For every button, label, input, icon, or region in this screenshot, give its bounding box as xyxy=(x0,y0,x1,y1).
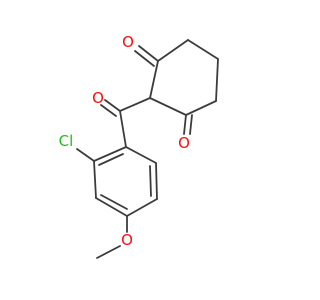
bond-c6-o-right-a xyxy=(183,114,187,135)
bond-ck-o-a xyxy=(104,99,121,112)
chlorine-label: Cl xyxy=(59,132,74,150)
bond-c6-c1 xyxy=(149,97,187,116)
bond-c1-ck xyxy=(119,97,151,112)
bonds xyxy=(76,39,219,259)
oxygen-right-label: O xyxy=(178,134,190,152)
structure-diagram: O O O Cl O xyxy=(58,33,219,259)
bond-ck-o-b xyxy=(100,104,117,117)
bond-c2-c3 xyxy=(157,39,189,62)
oxygen-ketone-label: O xyxy=(92,89,104,107)
bond-ar2-ar3 xyxy=(93,160,97,199)
bond-c2-o-top-a xyxy=(138,45,159,62)
bond-ar-double-2 xyxy=(100,194,128,210)
bond-ar-double-3 xyxy=(149,165,152,197)
bond-c4-c5 xyxy=(215,58,219,102)
bond-ar-double-1 xyxy=(98,153,124,166)
oxygen-methoxy-label: O xyxy=(121,231,133,249)
bond-ar2-cl xyxy=(76,148,95,162)
bond-o-ch3 xyxy=(96,245,121,259)
bond-c2-o-top-b xyxy=(134,50,155,67)
bond-ar5-ar6 xyxy=(155,162,158,200)
oxygen-top-label: O xyxy=(122,33,134,51)
bond-ar3-ar4 xyxy=(95,197,128,217)
bond-ar4-ar5 xyxy=(126,198,158,217)
bond-c6-o-right-b xyxy=(189,114,193,135)
bond-ar6-ar1 xyxy=(125,146,157,164)
bond-ck-ar1 xyxy=(119,110,127,148)
atom-labels: O O O Cl O xyxy=(59,33,190,249)
bond-c5-c6 xyxy=(185,100,217,116)
bond-c3-c4 xyxy=(187,39,219,60)
bond-c1-c2 xyxy=(149,60,159,99)
bond-ar1-ar2 xyxy=(93,146,127,162)
